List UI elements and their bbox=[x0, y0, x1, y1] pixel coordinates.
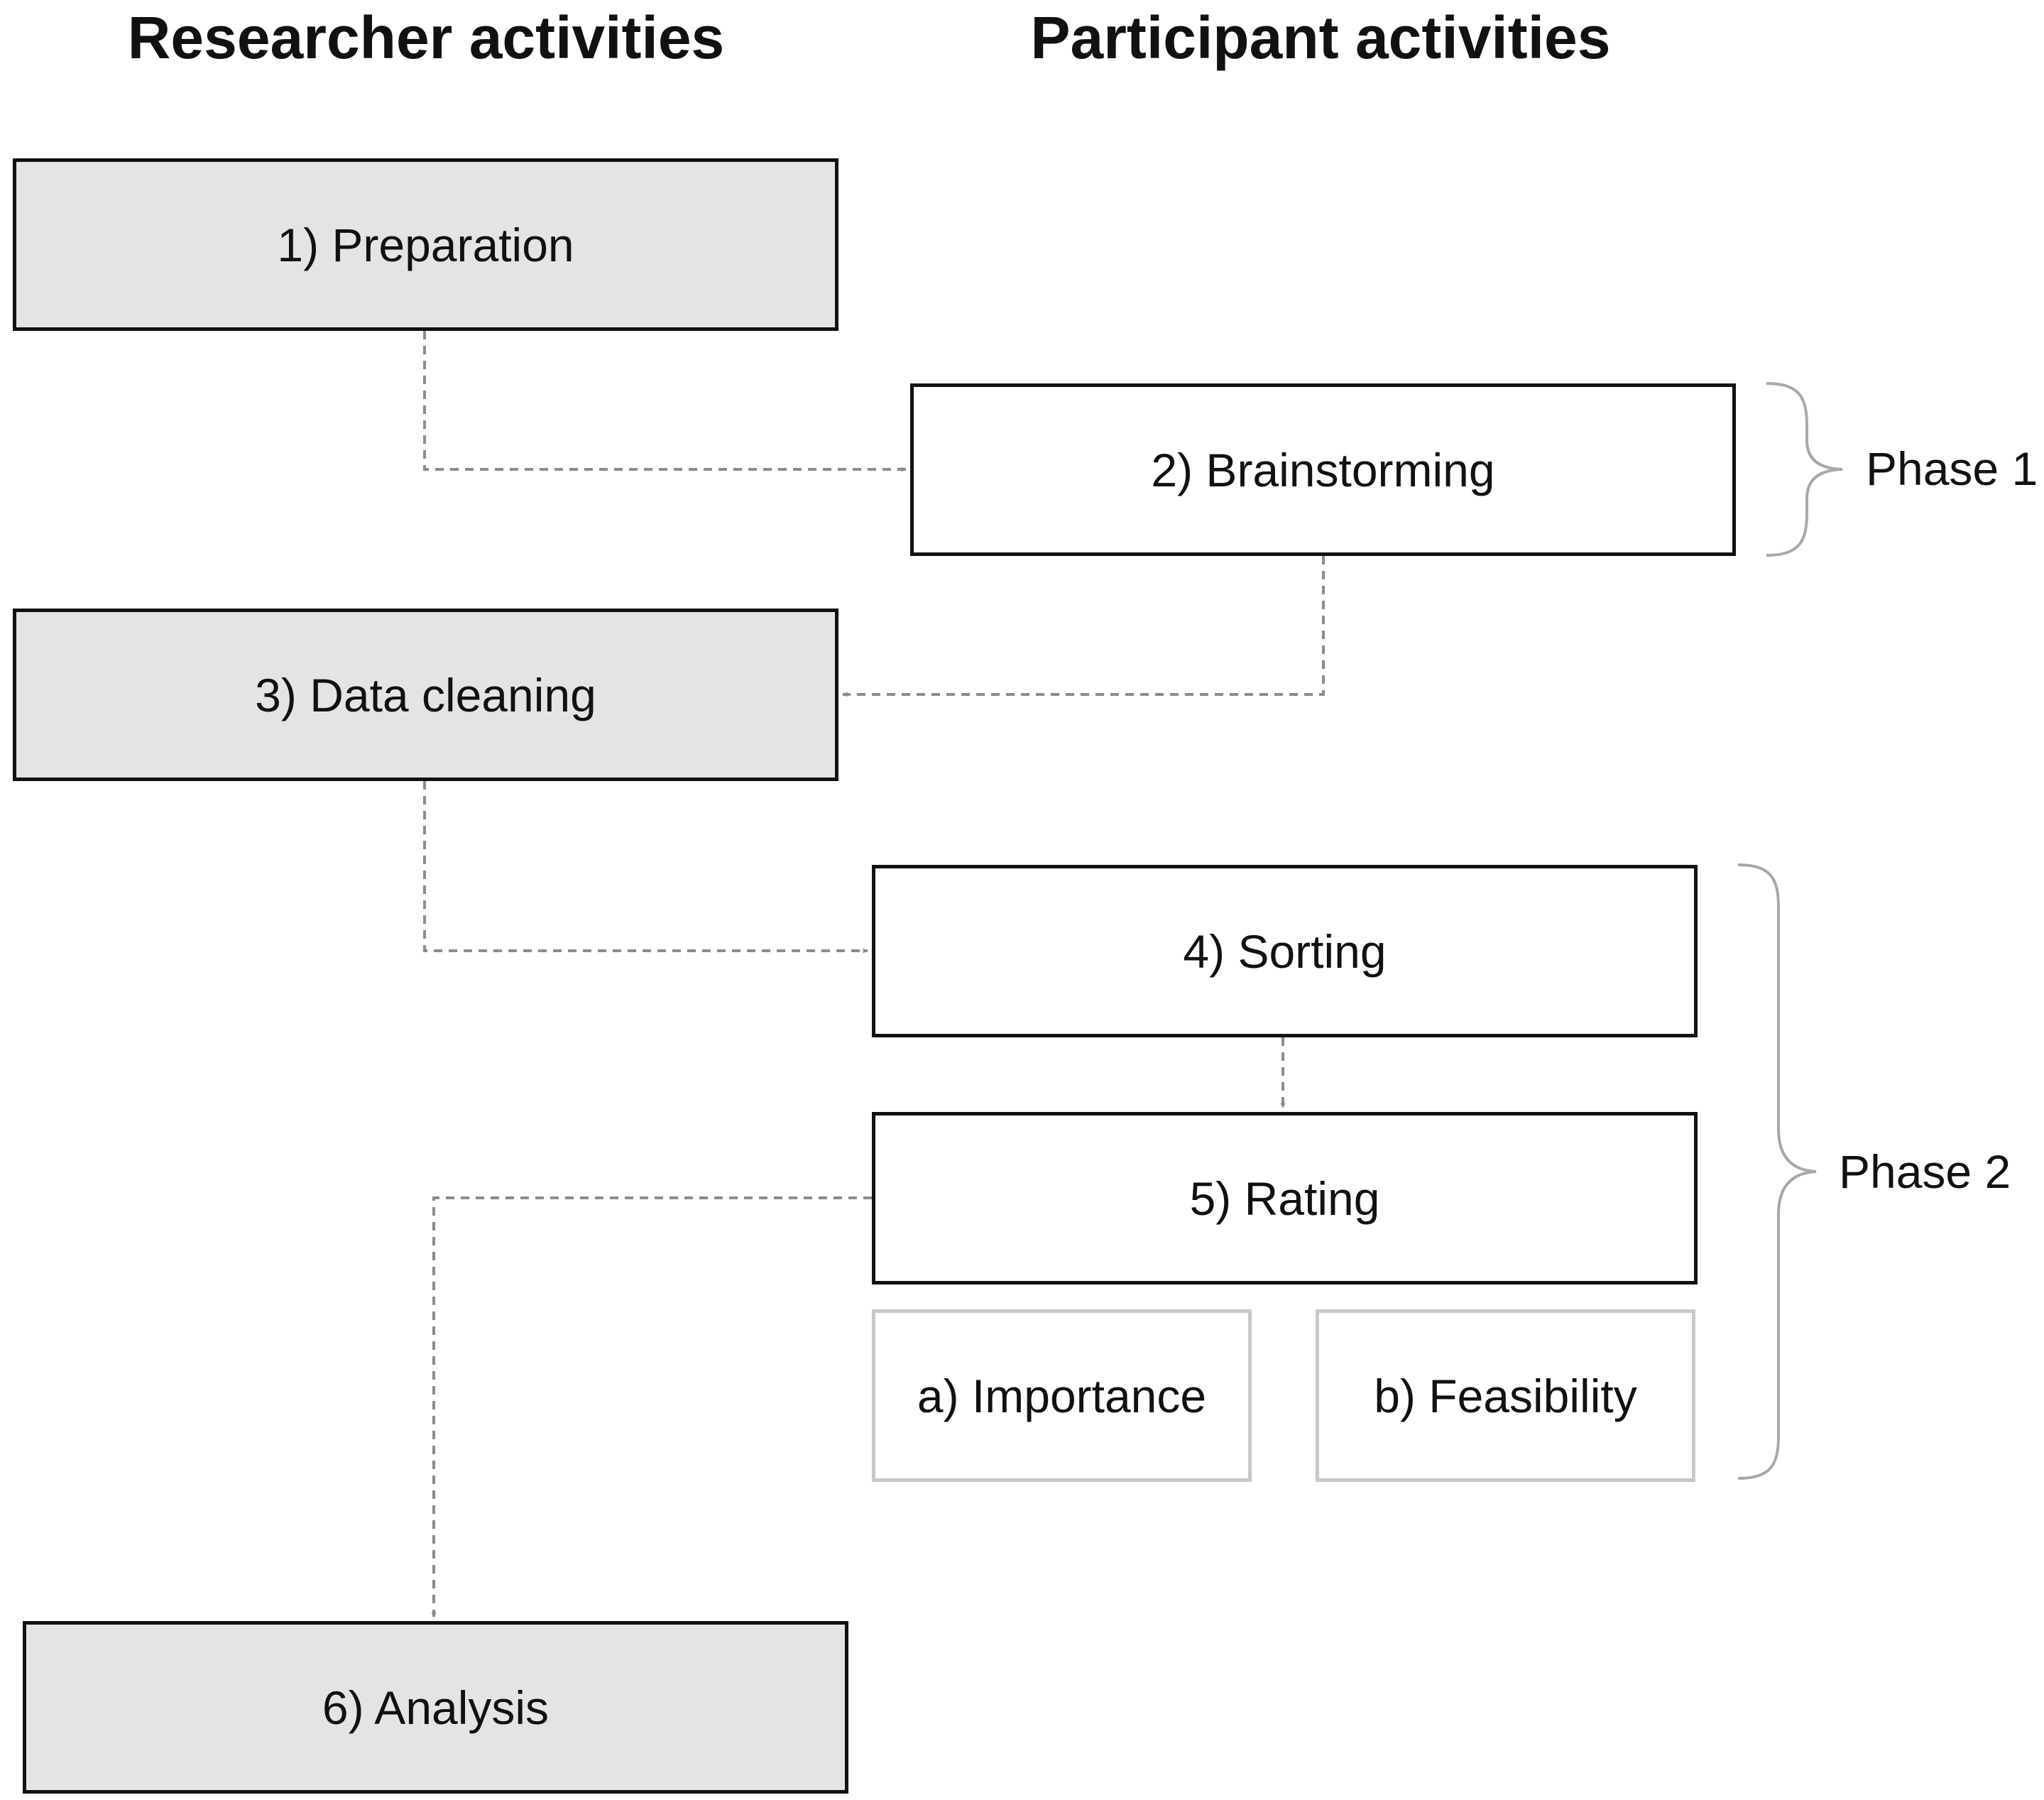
step-rating: 5) Rating bbox=[872, 1112, 1698, 1284]
step-preparation: 1) Preparation bbox=[13, 158, 838, 331]
phase1-brace bbox=[1766, 382, 1843, 557]
arrow-preparation-to-brainstorming bbox=[423, 331, 907, 472]
step-sorting: 4) Sorting bbox=[872, 865, 1698, 1037]
phase2-brace bbox=[1737, 863, 1817, 1480]
step-data-cleaning: 3) Data cleaning bbox=[13, 609, 838, 781]
participant-activities-heading: Participant activities bbox=[1030, 4, 1611, 71]
step-brainstorming: 2) Brainstorming bbox=[910, 383, 1736, 556]
phase2-label: Phase 2 bbox=[1839, 1145, 2011, 1198]
researcher-activities-heading: Researcher activities bbox=[127, 4, 725, 71]
arrow-brainstorming-to-data-cleaning bbox=[842, 556, 1325, 697]
arrow-data-cleaning-to-sorting bbox=[423, 781, 868, 954]
step-analysis: 6) Analysis bbox=[23, 1621, 848, 1794]
arrow-rating-to-analysis bbox=[431, 1196, 872, 1618]
rating-criterion-feasibility: b) Feasibility bbox=[1316, 1309, 1695, 1482]
phase1-label: Phase 1 bbox=[1866, 442, 2038, 495]
rating-criterion-importance: a) Importance bbox=[872, 1309, 1252, 1482]
